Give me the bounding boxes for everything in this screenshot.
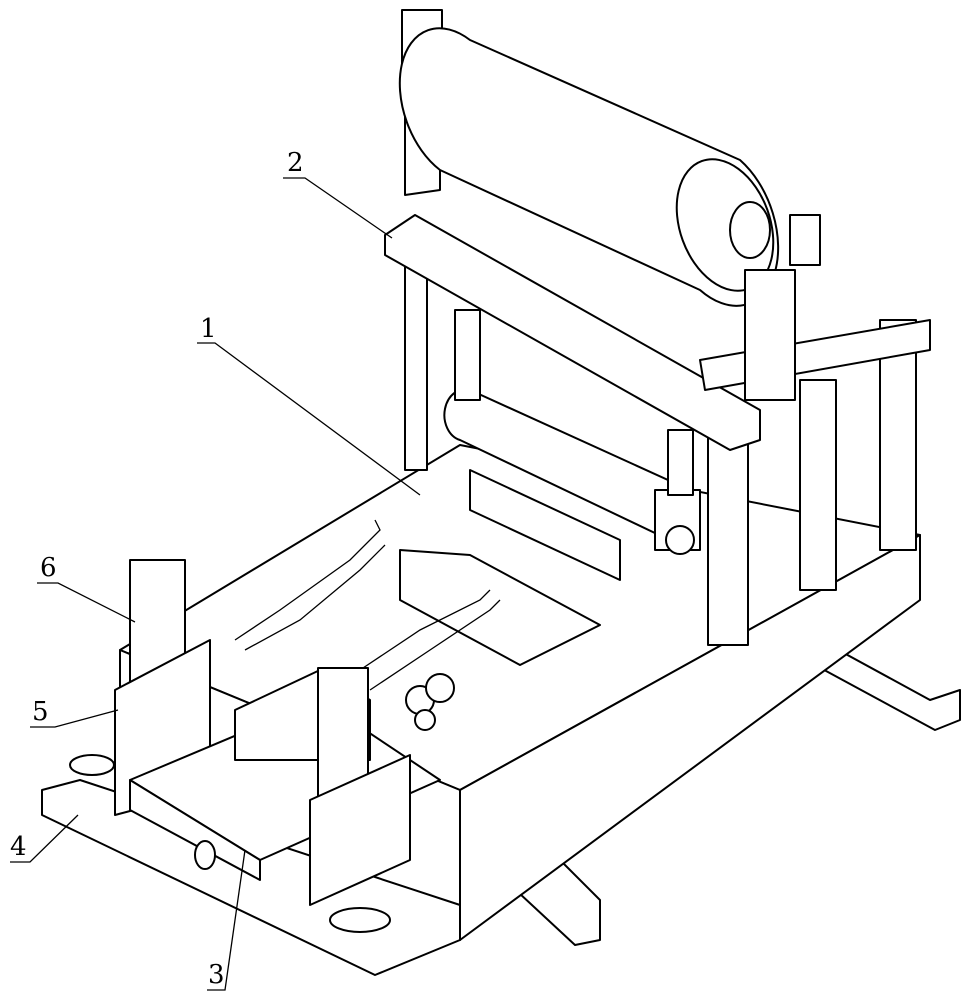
reference-label-1: 1 [200, 316, 217, 342]
reference-label-6: 6 [40, 555, 57, 581]
reference-label-5: 5 [32, 699, 49, 725]
reference-label-4: 4 [10, 834, 27, 860]
reference-label-3: 3 [208, 962, 225, 988]
reference-label-2: 2 [287, 150, 304, 176]
